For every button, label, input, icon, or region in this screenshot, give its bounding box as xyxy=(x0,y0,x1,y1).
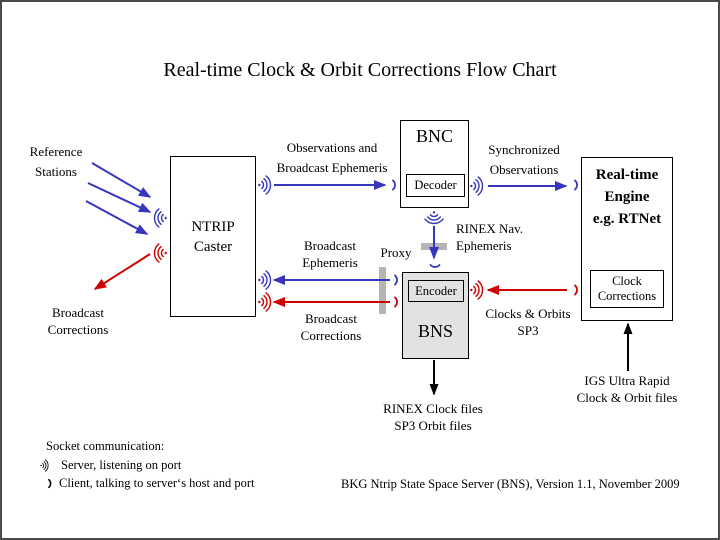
bnc-label: BNC xyxy=(415,126,453,146)
clocks-orbits-sp3-label: Clocks & Orbits SP3 xyxy=(485,306,571,338)
legend-server-text: Server, listening on port xyxy=(61,458,182,472)
arrow-reference-station-1 xyxy=(91,162,152,198)
arrow-broadcast-corrections-out xyxy=(93,253,151,290)
server-listening-port-icon xyxy=(40,459,49,472)
clock-corrections-box: Clock Corrections xyxy=(590,270,664,308)
client-socket-icon xyxy=(392,179,396,191)
rinex-nav-ephemeris-label: RINEX Nav. Ephemeris xyxy=(456,221,524,253)
synchronized-observations-label: Synchronized Observations xyxy=(488,142,560,177)
realtime-engine-box: Real-time Engine e.g. RTNet Clock Correc… xyxy=(581,157,673,321)
ntrip-caster-box: NTRIP Caster xyxy=(170,156,256,317)
client-socket-icon xyxy=(394,296,398,308)
bns-box: Encoder BNS xyxy=(402,272,469,359)
legend-title: Socket communication: xyxy=(46,439,165,453)
clock-corrections-label: Clock Corrections xyxy=(597,274,657,303)
igs-ultra-rapid-label: IGS Ultra Rapid Clock & Orbit files xyxy=(576,373,678,405)
client-socket-icon xyxy=(429,264,441,268)
server-port-icon xyxy=(469,280,484,300)
broadcast-corrections-left-label: Broadcast Corrections xyxy=(47,305,109,337)
server-port-icon xyxy=(257,270,272,290)
observations-ephemeris-label: Observations and Broadcast Ephemeris xyxy=(276,140,388,175)
arrow-reference-station-2 xyxy=(87,182,152,213)
client-socket-icon xyxy=(394,274,398,286)
legend-client-text: Client, talking to server‘s host and por… xyxy=(59,476,255,490)
footer-caption: BKG Ntrip State Space Server (BNS), Vers… xyxy=(341,477,680,491)
proxy-label: Proxy xyxy=(380,245,412,260)
server-port-icon xyxy=(257,175,272,195)
broadcast-ephemeris-label: Broadcast Ephemeris xyxy=(302,238,358,270)
rinex-clock-files-label: RINEX Clock files SP3 Orbit files xyxy=(383,401,483,433)
legend-client-row: Client, talking to server‘s host and por… xyxy=(44,475,254,492)
decoder-box: Decoder xyxy=(406,174,465,197)
realtime-engine-label: Real-time Engine e.g. RTNet xyxy=(592,167,662,227)
proxy-bar-vertical xyxy=(379,267,386,314)
reference-stations-label: Reference Stations xyxy=(29,144,83,179)
bns-label: BNS xyxy=(417,321,453,341)
bnc-box: BNC Decoder xyxy=(400,120,469,208)
encoder-box: Encoder xyxy=(408,280,464,302)
server-port-icon xyxy=(153,208,168,228)
ntrip-caster-label: NTRIP Caster xyxy=(191,218,235,255)
server-port-icon xyxy=(257,292,272,312)
broadcast-corrections-mid-label: Broadcast Corrections xyxy=(300,311,362,343)
server-port-icon xyxy=(424,210,444,225)
arrow-reference-station-3 xyxy=(85,200,149,235)
decoder-label: Decoder xyxy=(414,178,457,192)
encoder-label: Encoder xyxy=(415,283,457,298)
page-title: Real-time Clock & Orbit Corrections Flow… xyxy=(163,59,557,81)
client-socket-icon xyxy=(574,179,578,191)
client-socket-icon xyxy=(574,284,578,296)
server-port-icon xyxy=(153,243,168,263)
client-socket-icon xyxy=(48,478,52,489)
legend-server-row: Server, listening on port xyxy=(38,457,181,474)
